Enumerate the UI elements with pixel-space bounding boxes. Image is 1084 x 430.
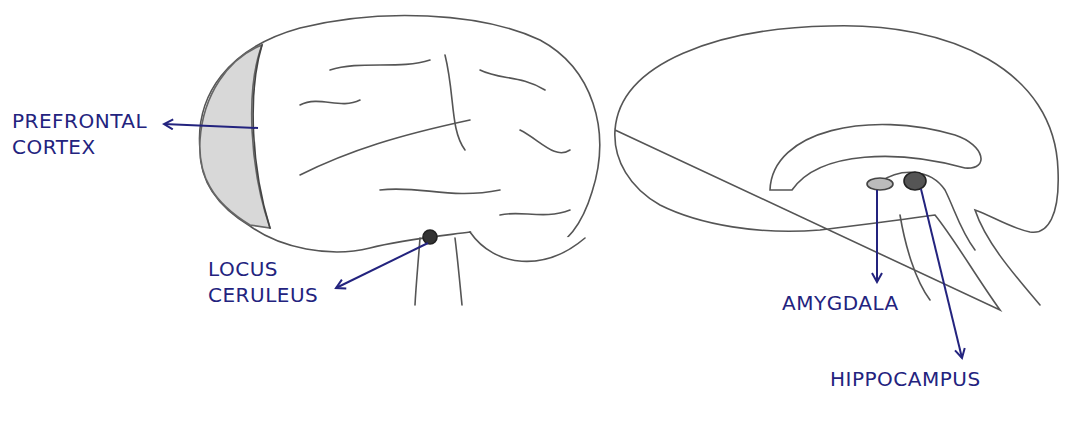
- region-label: LOCUS CERULEUS: [208, 256, 338, 308]
- region-label: AMYGDALA: [782, 290, 899, 316]
- region-label: PREFRONTAL CORTEX: [12, 108, 172, 160]
- region-label: HIPPOCAMPUS: [830, 366, 981, 392]
